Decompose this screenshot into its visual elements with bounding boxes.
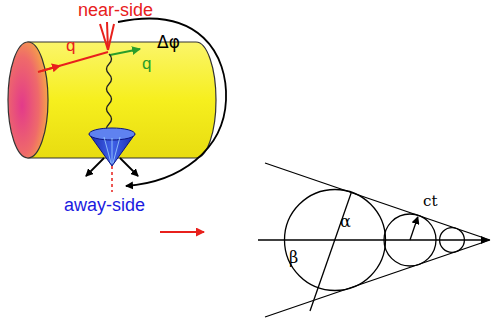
red-quark-line	[38, 52, 108, 72]
distance-label: ct	[423, 194, 437, 209]
quark-label: q	[66, 37, 75, 54]
away-side-axis	[111, 166, 113, 192]
gluon-line	[107, 54, 112, 132]
delta-phi-label: Δφ	[157, 34, 180, 51]
mach-cone-construction	[258, 163, 490, 317]
near-side-label: near-side	[78, 1, 153, 19]
green-quark-line	[110, 49, 140, 55]
quark-label: q	[142, 55, 151, 72]
angle-label: β	[289, 250, 298, 266]
mach-cone-small	[89, 128, 135, 166]
angle-label: α	[340, 214, 351, 230]
near-side-jet	[100, 22, 114, 50]
away-side-label: away-side	[64, 196, 145, 214]
delta-phi-arc	[118, 19, 226, 186]
pointer-arrow	[160, 231, 204, 233]
